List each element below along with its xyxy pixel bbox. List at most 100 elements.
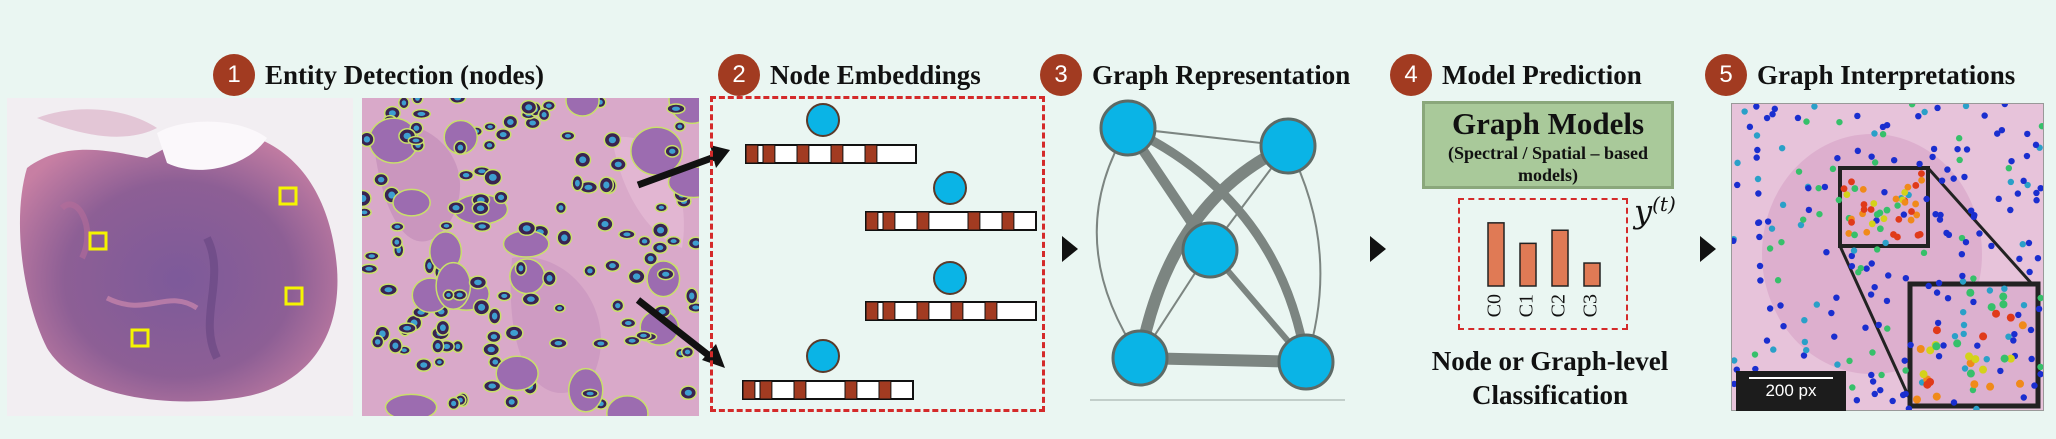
embedding-cell — [762, 144, 776, 164]
nucleus — [362, 189, 372, 208]
whole-slide-image — [7, 98, 353, 416]
nucleus-core — [564, 133, 572, 138]
interpretation-node — [1854, 147, 1862, 155]
salient-node-zoom — [1987, 303, 1996, 312]
nucleus-core — [384, 287, 393, 293]
nucleus-core — [455, 343, 461, 350]
graph-edge — [1126, 123, 1311, 363]
interpretation-node — [1889, 397, 1896, 405]
salient-node-zoom — [1912, 395, 1921, 404]
scale-bar: 200 px — [1736, 371, 1846, 411]
interpretation-node — [1934, 104, 1941, 112]
salient-node — [1851, 185, 1859, 192]
salient-node — [1908, 208, 1915, 215]
nucleus-core — [684, 349, 691, 355]
step-4-label: Model Prediction — [1442, 59, 1642, 90]
nucleus-core — [579, 156, 587, 164]
interpretation-node — [1932, 210, 1939, 218]
salient-node-zoom — [1966, 288, 1975, 297]
step-1-title: 1 Entity Detection (nodes) — [213, 54, 544, 96]
interpretation-node — [2023, 152, 2031, 160]
interpretation-node — [1746, 123, 1754, 131]
graph-models-title: Graph Models — [1451, 106, 1645, 141]
embedding-cell — [830, 144, 844, 164]
interpretation-node — [1936, 216, 1944, 223]
salient-node-zoom — [1979, 332, 1988, 341]
step-5-title: 5 Graph Interpretations — [1705, 54, 2015, 96]
salient-node — [1860, 201, 1868, 208]
nucleus-core — [368, 254, 375, 258]
nucleus-core — [499, 131, 507, 138]
interpretation-node — [1763, 114, 1771, 122]
interpretation-node — [2037, 363, 2043, 371]
interpretation-node — [1967, 207, 1975, 214]
nucleus-core — [545, 103, 552, 108]
nucleus-core — [362, 194, 367, 202]
nucleus-core — [388, 110, 396, 117]
nucleus-core — [388, 191, 396, 199]
interpretation-node — [1960, 308, 1967, 316]
interpretation-node — [1963, 146, 1971, 153]
nucleus-core — [692, 305, 699, 310]
salient-node — [1907, 216, 1915, 224]
nucleus-core — [623, 232, 631, 237]
interpretation-node — [1863, 265, 1870, 272]
embedding-cell — [745, 144, 759, 164]
nucleus — [384, 393, 438, 416]
interpretation-node — [1813, 301, 1821, 308]
salient-node — [1868, 220, 1876, 228]
interpretation-node — [1883, 121, 1891, 129]
nucleus-core — [677, 124, 683, 129]
interpretation-node — [1962, 104, 1970, 110]
salient-node-zoom — [1970, 380, 1979, 389]
interpretation-node — [1882, 239, 1889, 247]
interpretation-node — [1794, 114, 1802, 122]
nucleus-core — [403, 325, 412, 331]
roi-box-4 — [130, 328, 150, 348]
embedding-cell — [916, 301, 930, 321]
flow-arrow-4 — [1700, 236, 1716, 262]
salient-node — [1883, 206, 1891, 214]
interpretation-node — [1756, 262, 1764, 270]
interpretation-node — [1834, 361, 1841, 368]
embedding-cell — [864, 144, 878, 164]
graph-edge — [1134, 140, 1291, 360]
class-bar-c3 — [1583, 262, 1601, 287]
nucleus-core — [615, 302, 621, 309]
interpretation-node — [1869, 349, 1876, 356]
embedding-cell — [865, 211, 879, 231]
nucleus-core — [527, 296, 535, 302]
interpretation-node — [1945, 231, 1953, 239]
step-2-label: Node Embeddings — [770, 59, 981, 90]
interpretation-node — [1805, 206, 1813, 214]
interpretation-node — [1907, 341, 1914, 349]
interpretation-node — [2005, 333, 2012, 340]
nucleus-core — [670, 239, 677, 244]
interpretation-node — [1940, 342, 1947, 349]
interpretation-node — [1833, 294, 1840, 301]
nucleus-core — [492, 359, 499, 365]
interpretation-node — [1871, 130, 1878, 137]
interpretation-node — [1753, 132, 1761, 139]
nucleus-core — [435, 342, 441, 350]
interpretation-node — [2033, 197, 2040, 204]
salient-node-zoom — [2006, 354, 2015, 363]
salient-node-zoom — [1916, 345, 1925, 354]
interpretation-node — [1997, 367, 2004, 375]
nucleus-core — [507, 119, 514, 125]
interpretation-node — [1771, 105, 1778, 113]
interpretation-node — [1831, 333, 1838, 340]
interpretation-node — [1801, 338, 1809, 346]
interpretation-node — [1885, 272, 1892, 279]
interpretation-node — [2020, 177, 2027, 185]
interpretation-node — [1900, 211, 1908, 218]
interpretation-node — [2014, 190, 2022, 197]
interpretation-node — [1981, 112, 1988, 119]
interpretation-node — [1754, 175, 1762, 183]
nucleus-core — [614, 161, 622, 168]
interpretation-node — [2031, 382, 2038, 389]
interpretation-node — [1958, 250, 1966, 258]
interpretation-node — [1938, 177, 1946, 184]
interpretation-node — [2019, 241, 2026, 248]
interpretation-node — [1986, 287, 1994, 294]
